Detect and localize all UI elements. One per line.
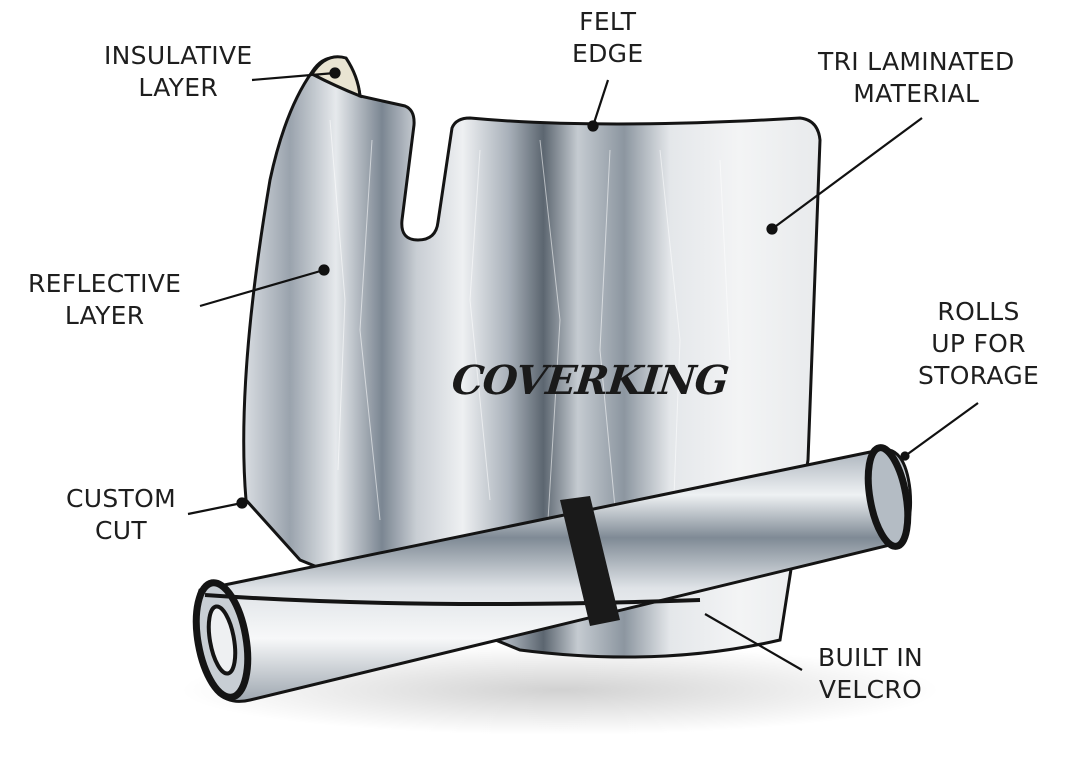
brand-logo: COVERKING: [449, 357, 731, 404]
callout-line: LAYER: [138, 73, 219, 102]
callout-line: ROLLS: [937, 297, 1020, 326]
callout-line: STORAGE: [918, 361, 1040, 390]
callout-line: MATERIAL: [853, 79, 980, 108]
callout-line: BUILT IN: [818, 643, 923, 672]
callout-custom-cut: CUSTOM CUT: [66, 483, 176, 547]
callout-reflective-layer: REFLECTIVE LAYER: [28, 268, 181, 332]
callout-felt-edge: FELT EDGE: [572, 6, 643, 70]
callout-line: TRI LAMINATED: [818, 47, 1015, 76]
callout-rolls-up-for-storage: ROLLS UP FOR STORAGE: [918, 296, 1039, 392]
callout-built-in-velcro: BUILT IN VELCRO: [818, 642, 923, 706]
velcro-strap: [560, 496, 620, 626]
leader-lines: [187, 67, 979, 671]
rolled-sunshade: [192, 444, 913, 703]
callout-line: CUT: [95, 516, 147, 545]
callout-line: LAYER: [64, 301, 145, 330]
callout-line: VELCRO: [818, 675, 923, 704]
callout-line: INSULATIVE: [104, 41, 253, 70]
callout-line: FELT: [579, 7, 637, 36]
callout-line: EDGE: [572, 39, 644, 68]
callout-line: CUSTOM: [66, 484, 176, 513]
callout-tri-laminated-material: TRI LAMINATED MATERIAL: [818, 46, 1015, 110]
callout-line: REFLECTIVE: [28, 269, 182, 298]
callout-line: UP FOR: [931, 329, 1026, 358]
callout-insulative-layer: INSULATIVE LAYER: [104, 40, 252, 104]
